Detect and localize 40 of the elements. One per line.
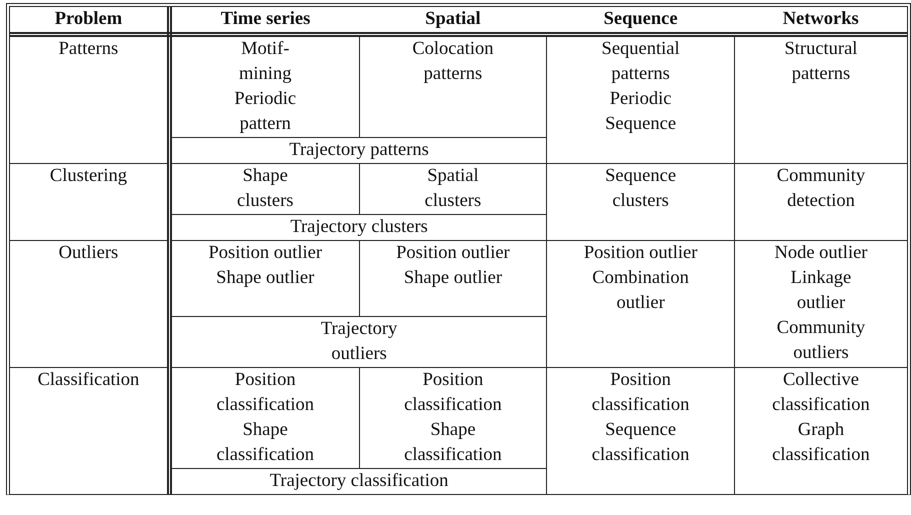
cell-text: Colocation patterns xyxy=(411,38,495,86)
cell-text: Motif-mining xyxy=(238,38,292,86)
row-header: Patterns xyxy=(58,38,120,61)
cell-text: Trajectory clusters xyxy=(289,216,429,239)
cell-text: Collective classification xyxy=(771,369,871,417)
cell-text: Position outlier xyxy=(395,242,511,265)
cell-text: Community outliers xyxy=(776,317,866,365)
cell-text: Trajectory outliers xyxy=(320,318,398,366)
cell-text: Combination outlier xyxy=(591,267,690,315)
cell-text: Position classification xyxy=(215,369,316,417)
cell-text: Community detection xyxy=(776,165,866,213)
cell-text: Position outlier xyxy=(207,242,324,265)
column-header: Networks xyxy=(782,8,860,31)
column-header: Spatial xyxy=(424,8,482,31)
row-header: Classification xyxy=(36,369,140,392)
cell-text: Structural patterns xyxy=(783,38,858,86)
cell-text: Position outlier xyxy=(582,242,698,265)
cell-text: Sequential patterns xyxy=(600,38,681,86)
cell-text: Shape classification xyxy=(403,419,503,467)
cell-text: Shape classification xyxy=(215,419,316,467)
cell-text: Trajectory classification xyxy=(268,470,450,493)
cell-text: Periodic Sequence xyxy=(604,88,678,136)
cell-text: Linkage outlier xyxy=(790,267,852,315)
cell-text: Graph classification xyxy=(771,419,871,467)
cell-text: Periodic pattern xyxy=(233,88,298,136)
cell-text: Spatial clusters xyxy=(424,165,482,213)
cell-text: Sequence clusters xyxy=(604,165,678,213)
cell-text: Position classification xyxy=(403,369,503,417)
cell-text: Shape clusters xyxy=(236,165,294,213)
cell-text: Shape outlier xyxy=(402,267,503,290)
cell-text: Sequence classification xyxy=(590,419,690,467)
cell-text: Node outlier xyxy=(773,242,868,265)
cell-text: Position classification xyxy=(590,369,690,417)
column-header: Problem xyxy=(54,8,124,31)
column-header: Sequence xyxy=(602,8,679,31)
column-header: Time series xyxy=(220,8,312,31)
row-header: Clustering xyxy=(48,165,128,188)
row-header: Outliers xyxy=(58,242,120,265)
cell-text: Shape outlier xyxy=(215,267,316,290)
cell-text: Trajectory patterns xyxy=(288,139,430,162)
